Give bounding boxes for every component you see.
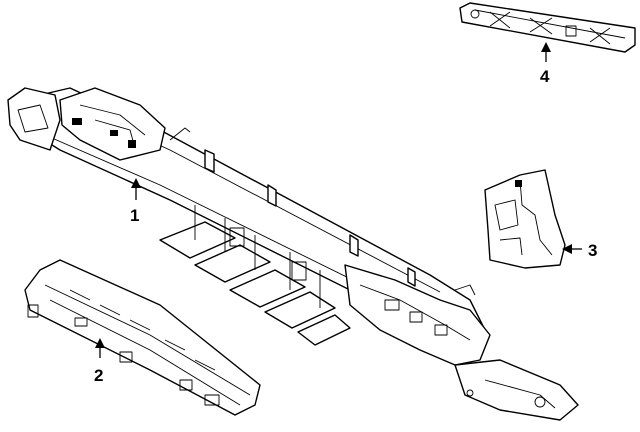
lower-deflector-rail bbox=[24, 259, 261, 416]
callout-4: 4 bbox=[540, 67, 550, 86]
upper-trim-strip bbox=[459, 2, 636, 53]
leader-lines bbox=[95, 42, 582, 358]
callout-1: 1 bbox=[130, 206, 139, 225]
radiator-support-assembly bbox=[7, 87, 579, 421]
side-bracket bbox=[484, 169, 566, 269]
callout-3: 3 bbox=[588, 241, 597, 260]
callout-2: 2 bbox=[94, 366, 103, 385]
